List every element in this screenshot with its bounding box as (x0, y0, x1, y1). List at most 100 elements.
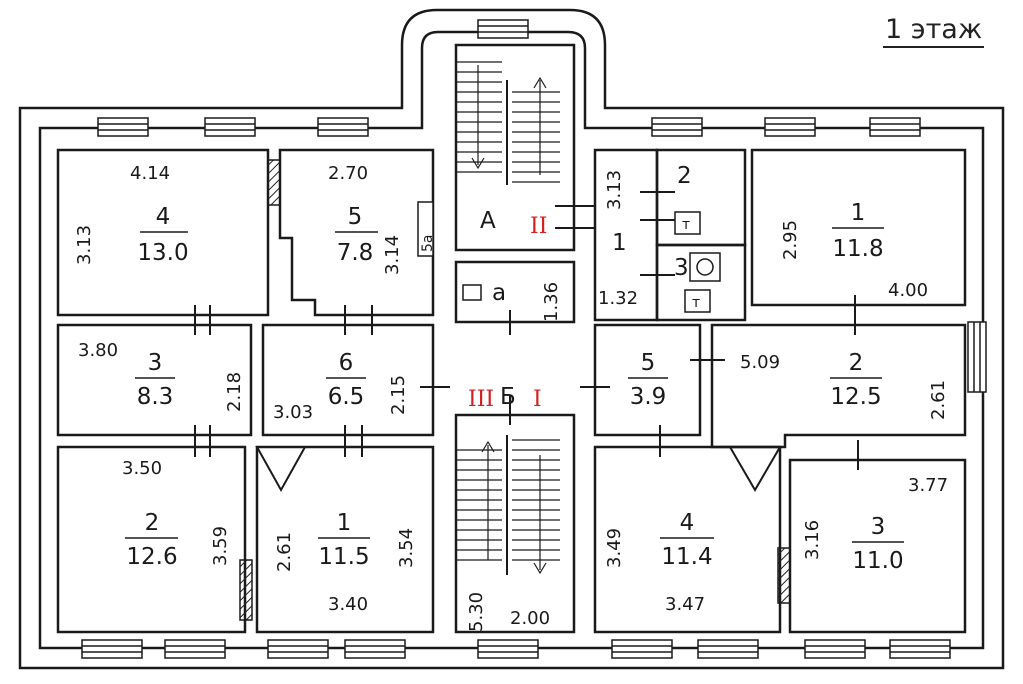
room-number: 5 (641, 350, 656, 376)
window (81, 639, 143, 659)
room-L2-outline (56, 445, 247, 634)
dim-label: 2.00 (510, 608, 550, 629)
entrance-II: II (530, 214, 547, 239)
room-area: 11.5 (318, 544, 369, 570)
outer-walls (18, 8, 1005, 670)
room-L3-outline (56, 323, 253, 437)
room-area: 11.8 (832, 236, 883, 262)
stair-b-treads (456, 435, 560, 575)
room-R1-outline (750, 148, 967, 307)
room-outlines (56, 43, 967, 634)
floor-title: 1 этаж (883, 14, 985, 48)
room-R5: 5 3.9 (628, 350, 668, 410)
room-a-outline (454, 260, 576, 324)
room-R2: 2 12.5 (830, 350, 882, 410)
toilet-icon (674, 211, 701, 235)
entrance-III: III (468, 387, 494, 412)
room-number: 5 (348, 204, 363, 230)
room-L4-outline (56, 148, 270, 317)
room-R1: 1 11.8 (832, 200, 884, 262)
room-L6: 6 6.5 (326, 350, 366, 410)
toilet-label: т (682, 217, 690, 233)
dim-label: 3.40 (328, 594, 368, 615)
room-a-label: а (492, 280, 506, 306)
dim-label: 3.50 (122, 458, 162, 479)
dim-label: 4.14 (130, 163, 170, 184)
room-small-1-label: 1 (612, 230, 627, 256)
room-area: 11.4 (661, 544, 712, 570)
room-number: 4 (156, 204, 171, 230)
window (804, 639, 866, 659)
dim-label: 3.54 (396, 528, 417, 568)
room-area: 11.0 (852, 548, 903, 574)
hatched-elements (239, 159, 791, 621)
room-small-3-label: 3 (674, 255, 689, 281)
stair-a-label: А (480, 208, 496, 234)
dim-label: 2.61 (928, 380, 949, 420)
dim-label: 3.14 (382, 235, 403, 275)
stair-b-label: Б (500, 384, 516, 410)
room-R4-outline (593, 445, 782, 634)
room-L5: 5 7.8 (335, 204, 378, 266)
window (477, 19, 529, 39)
stair-a-treads (456, 61, 560, 185)
entrance-I: I (533, 387, 542, 412)
sink-bowl-icon (696, 258, 714, 276)
dim-label: 3.16 (802, 520, 823, 560)
window (204, 117, 256, 137)
dim-label: 2.15 (388, 375, 409, 415)
dim-label: 2.70 (328, 163, 368, 184)
dim-label: 3.47 (665, 594, 705, 615)
room-number: 1 (851, 200, 866, 226)
window (97, 117, 149, 137)
window (344, 639, 406, 659)
dim-label: 3.59 (210, 526, 231, 566)
dim-label: 3.13 (74, 225, 95, 265)
switch-icon (462, 284, 482, 301)
room-number: 6 (339, 350, 354, 376)
dim-label: 3.49 (604, 528, 625, 568)
room-number: 2 (849, 350, 864, 376)
window (611, 639, 673, 659)
dim-label: 5.09 (740, 352, 780, 373)
room-number: 4 (680, 510, 695, 536)
room-area: 12.6 (126, 544, 177, 570)
room-L4: 4 13.0 (137, 204, 188, 266)
window (889, 639, 951, 659)
dim-label: 3.13 (604, 170, 625, 210)
dimension-labels: 4.14 3.13 2.70 3.14 3.80 2.18 3.03 2.15 … (74, 163, 949, 632)
room-R3-outline (788, 458, 967, 634)
toilet-icon (684, 289, 711, 313)
room-5a-label: 5а (420, 235, 436, 253)
room-R5-outline (593, 323, 702, 437)
room-small-2-outline (655, 148, 747, 247)
window (651, 117, 703, 137)
wc-fixtures (462, 211, 721, 313)
room-number: 1 (337, 510, 352, 536)
dim-label: 5.30 (466, 592, 487, 632)
stair-b-outline (454, 413, 576, 634)
window (764, 117, 816, 137)
room-area: 8.3 (137, 384, 174, 410)
dim-label: 2.95 (780, 220, 801, 260)
windows (81, 19, 987, 659)
window (697, 639, 759, 659)
room-R4: 4 11.4 (660, 510, 714, 570)
room-L2: 2 12.6 (125, 510, 178, 570)
room-area: 13.0 (137, 240, 188, 266)
dim-label: 3.77 (908, 475, 948, 496)
window (869, 117, 921, 137)
room-R3: 3 11.0 (852, 514, 904, 574)
dim-label: 1.36 (541, 282, 562, 322)
room-L6-outline (261, 323, 435, 437)
dim-label: 2.18 (224, 372, 245, 412)
toilet-label: т (692, 295, 700, 311)
vent-shafts (255, 446, 782, 493)
room-number: 3 (871, 514, 886, 540)
window (164, 639, 226, 659)
dim-label: 3.80 (78, 340, 118, 361)
dim-label: 2.61 (274, 532, 295, 572)
misc-labels: А Б а 5а 1 2 3 т т I II III (420, 163, 700, 412)
window (477, 639, 539, 659)
